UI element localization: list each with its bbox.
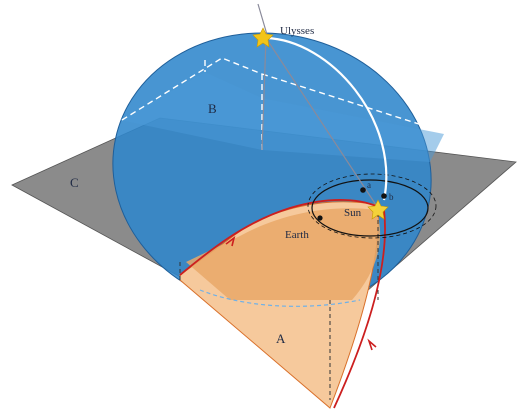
ulysses-trajectory-red	[179, 199, 386, 409]
label-ulysses: Ulysses	[280, 25, 314, 37]
orbit-upper-shade	[120, 72, 444, 162]
label-point-b: b	[389, 192, 394, 202]
label-plane-b: B	[208, 101, 217, 116]
plane-b-dashed-lines	[121, 57, 445, 152]
label-plane-c: C	[70, 175, 79, 190]
label-earth: Earth	[285, 229, 309, 241]
point-b-dot	[381, 193, 387, 199]
earth-dot	[317, 215, 323, 221]
earth-orbit-dashed	[307, 173, 437, 239]
label-point-a: a	[367, 180, 371, 190]
sun-icon	[367, 199, 389, 220]
label-sun: Sun	[344, 207, 362, 219]
point-a-dot	[360, 187, 366, 193]
ulysses-orbit-curve	[265, 36, 388, 201]
plane-a-top	[186, 208, 381, 300]
label-plane-a: A	[276, 331, 286, 346]
line-of-sight	[257, 3, 379, 209]
earth-orbit	[311, 179, 429, 237]
ulysses-spacecraft-icon	[252, 27, 274, 48]
plane-a-dashed-arc	[199, 289, 361, 307]
trajectory-arrow-1	[225, 236, 236, 247]
trajectory-arrow-2	[367, 338, 377, 351]
